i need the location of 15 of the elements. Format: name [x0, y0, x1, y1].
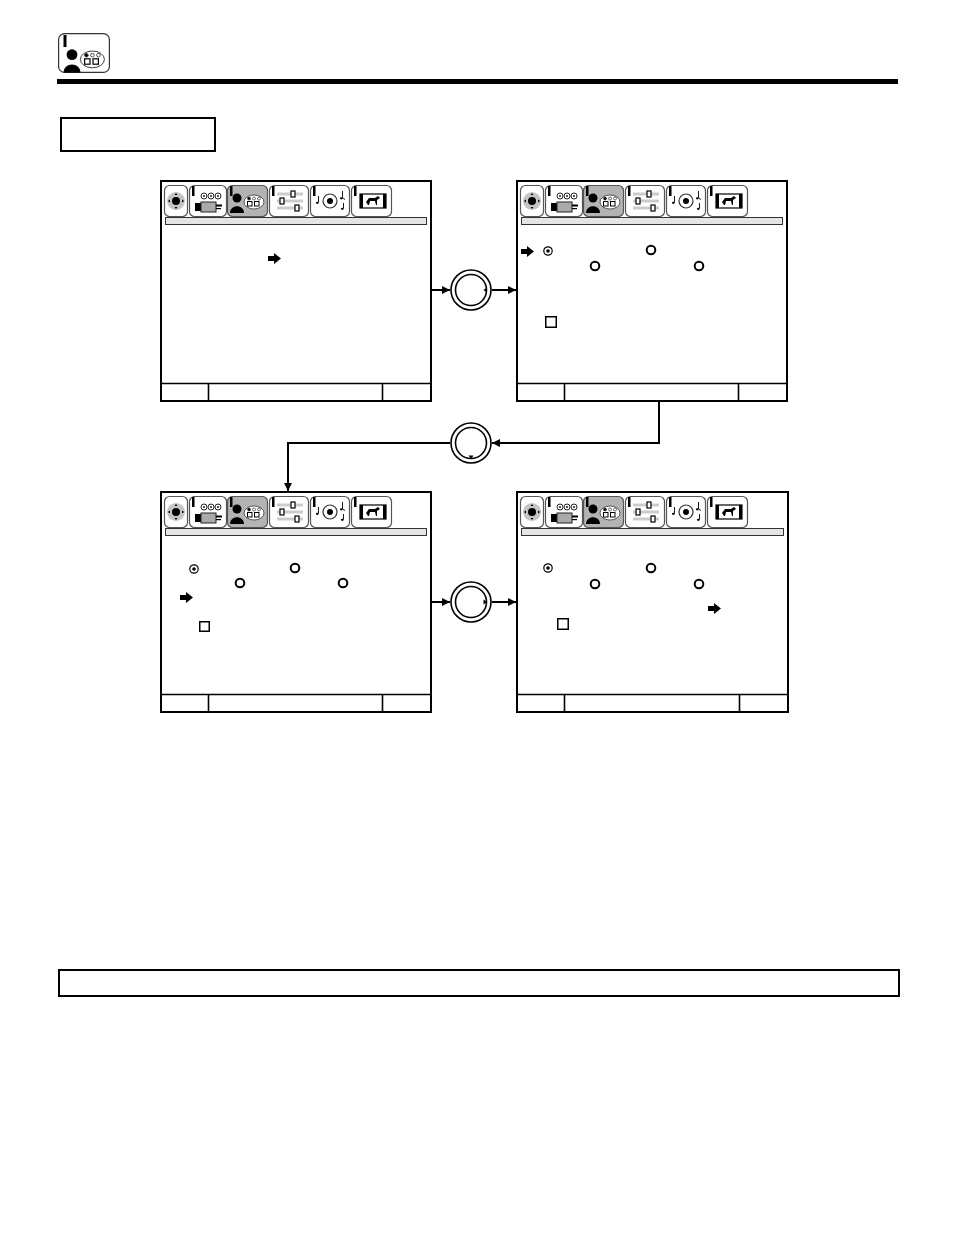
- arrow: [491, 598, 517, 606]
- empty-frame: [60, 117, 216, 152]
- arrow: [431, 598, 451, 606]
- double-circle: [450, 581, 492, 623]
- arrow: [491, 286, 517, 294]
- menu-screen: [160, 491, 432, 713]
- arrow: [491, 401, 660, 447]
- double-circle: [450, 422, 492, 464]
- empty-frame: [58, 969, 900, 997]
- arrow: [284, 442, 451, 492]
- arrow: [431, 286, 451, 294]
- double-circle: [450, 269, 492, 311]
- menu-screen: [516, 491, 789, 713]
- menu-screen: [516, 180, 788, 402]
- menu-screen: [160, 180, 432, 402]
